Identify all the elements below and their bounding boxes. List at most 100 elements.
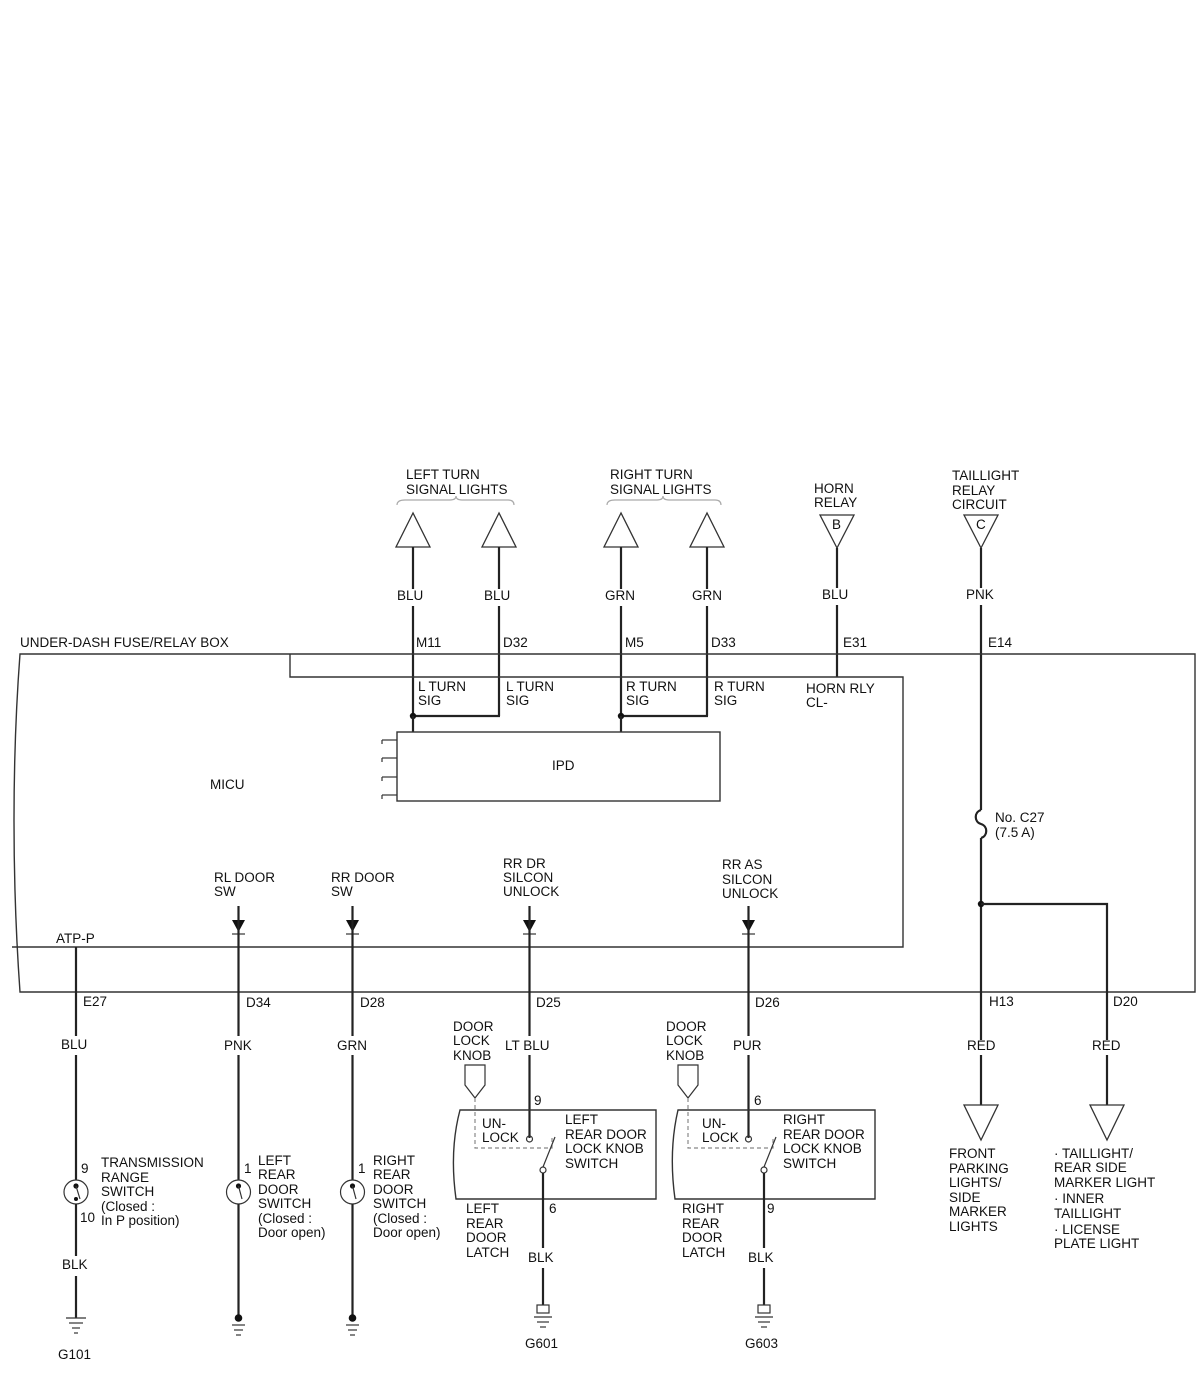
left-latch-switch-icon — [525, 1135, 556, 1174]
front-parking-label: FRONT PARKING LIGHTS/ SIDE MARKER LIGHTS — [949, 1146, 1009, 1234]
svg-text:MARKER LIGHT: MARKER LIGHT — [1054, 1175, 1155, 1190]
svg-text:SWITCH: SWITCH — [373, 1196, 426, 1211]
left-turn-label: LEFT TURN SIGNAL LIGHTS — [406, 467, 508, 497]
svg-text:RL DOOR: RL DOOR — [214, 870, 275, 885]
svg-text:R TURN: R TURN — [626, 679, 677, 694]
pin-d34: D34 — [246, 995, 271, 1010]
terminal-atp-p: ATP-P — [56, 931, 95, 946]
svg-text:(Closed :: (Closed : — [373, 1211, 427, 1226]
svg-text:RIGHT TURN: RIGHT TURN — [610, 467, 693, 482]
svg-text:SIDE: SIDE — [949, 1190, 981, 1205]
svg-text:LEFT: LEFT — [565, 1112, 598, 1127]
svg-text:SIG: SIG — [506, 693, 529, 708]
fuse-box-title: UNDER-DASH FUSE/RELAY BOX — [20, 635, 229, 650]
fuse-box-outline — [13, 653, 1196, 993]
transmission-range-switch — [63, 1179, 89, 1205]
horn-relay-label: HORN RELAY — [814, 481, 857, 510]
svg-text:· INNER: · INNER — [1054, 1191, 1105, 1206]
svg-text:UNLOCK: UNLOCK — [722, 886, 778, 901]
ipd-label: IPD — [552, 758, 575, 773]
right-turn-label: RIGHT TURN SIGNAL LIGHTS — [610, 467, 712, 497]
svg-text:RR DOOR: RR DOOR — [331, 870, 395, 885]
svg-text:RR AS: RR AS — [722, 857, 763, 872]
svg-text:REAR: REAR — [258, 1167, 296, 1182]
wire-color-d26: PUR — [733, 1038, 762, 1053]
svg-text:DOOR: DOOR — [373, 1182, 414, 1197]
ipd-pins — [381, 739, 397, 799]
svg-text:SIGNAL LIGHTS: SIGNAL LIGHTS — [406, 482, 508, 497]
horn-relay-connector-icon — [818, 514, 856, 550]
wire-color-d28: GRN — [337, 1038, 367, 1053]
svg-text:SILCON: SILCON — [722, 872, 772, 887]
wire-d20-branch — [981, 902, 1109, 1040]
wire-color-m11: BLU — [397, 588, 423, 603]
front-parking-arrow-icon — [962, 1104, 1000, 1142]
svg-text:CL-: CL- — [806, 695, 828, 710]
wire-color-d20: RED — [1092, 1038, 1121, 1053]
svg-text:LOCK: LOCK — [666, 1033, 703, 1048]
svg-text:· TAILLIGHT/: · TAILLIGHT/ — [1054, 1146, 1133, 1161]
left-turn-rear-arrow-icon — [480, 511, 518, 548]
svg-text:Door open): Door open) — [373, 1225, 441, 1240]
svg-text:L TURN: L TURN — [418, 679, 466, 694]
svg-text:REAR SIDE: REAR SIDE — [1054, 1160, 1127, 1175]
svg-text:LOCK KNOB: LOCK KNOB — [565, 1141, 644, 1156]
svg-text:RIGHT: RIGHT — [682, 1201, 724, 1216]
svg-text:DOOR: DOOR — [453, 1019, 494, 1034]
svg-text:TAILLIGHT: TAILLIGHT — [1054, 1206, 1121, 1221]
svg-text:SWITCH: SWITCH — [783, 1156, 836, 1171]
svg-text:RANGE: RANGE — [101, 1170, 149, 1185]
svg-text:KNOB: KNOB — [453, 1048, 491, 1063]
terminal-rr-door-sw: RR DOOR SW — [331, 870, 395, 899]
svg-text:LEFT: LEFT — [466, 1201, 499, 1216]
svg-text:SIG: SIG — [626, 693, 649, 708]
trans-switch-pin-10: 10 — [80, 1210, 95, 1225]
svg-text:UN-: UN- — [482, 1116, 506, 1131]
micu-outline — [12, 654, 904, 948]
pin-d20: D20 — [1113, 994, 1138, 1009]
right-latch-pin-in: 6 — [754, 1093, 762, 1108]
svg-text:TRANSMISSION: TRANSMISSION — [101, 1155, 204, 1170]
micu-label: MICU — [210, 777, 245, 792]
ipd-block — [396, 731, 721, 802]
ground-g101-icon — [66, 1317, 86, 1334]
svg-text:REAR DOOR: REAR DOOR — [783, 1127, 865, 1142]
terminal-r-turn-sig-1: R TURN SIG — [626, 679, 677, 708]
ground-g603-label: G603 — [745, 1336, 778, 1351]
terminal-l-turn-sig-1: L TURN SIG — [418, 679, 466, 708]
trans-switch-pin-9: 9 — [81, 1161, 89, 1176]
wire-color-e31: BLU — [822, 587, 848, 602]
pin-m11: M11 — [416, 635, 441, 650]
left-door-switch-body-ground — [234, 1314, 243, 1322]
left-door-switch-label: LEFT REAR DOOR SWITCH (Closed : Door ope… — [258, 1153, 326, 1240]
svg-text:LIGHTS: LIGHTS — [949, 1219, 998, 1234]
terminal-horn-rly: HORN RLY CL- — [806, 681, 875, 710]
horn-relay-pin: B — [832, 517, 841, 532]
svg-text:REAR: REAR — [373, 1167, 411, 1182]
svg-text:SIGNAL LIGHTS: SIGNAL LIGHTS — [610, 482, 712, 497]
right-rear-door-switch — [339, 1179, 366, 1205]
left-turn-brace — [396, 495, 515, 506]
ground-g603-icon — [755, 1304, 773, 1328]
pin-e31: E31 — [843, 635, 867, 650]
right-latch-linkage — [687, 1098, 774, 1149]
terminal-l-turn-sig-2: L TURN SIG — [506, 679, 554, 708]
svg-text:RELAY: RELAY — [814, 495, 857, 510]
left-door-switch-pin: 1 — [244, 1161, 252, 1176]
wire-color-d32: BLU — [484, 588, 510, 603]
taillight-relay-connector-icon — [962, 514, 1000, 550]
right-latch-switch-label: RIGHT REAR DOOR LOCK KNOB SWITCH — [783, 1112, 865, 1171]
svg-text:LEFT: LEFT — [258, 1153, 291, 1168]
left-latch-switch-label: LEFT REAR DOOR LOCK KNOB SWITCH — [565, 1112, 647, 1171]
svg-text:CIRCUIT: CIRCUIT — [952, 497, 1007, 512]
right-door-lock-knob-icon — [677, 1064, 699, 1099]
left-latch-pin-out: 6 — [549, 1201, 557, 1216]
left-turn-front-arrow-icon — [394, 511, 432, 548]
svg-text:· LICENSE: · LICENSE — [1054, 1222, 1120, 1237]
right-latch-switch-icon — [744, 1135, 777, 1174]
left-rear-door-switch — [225, 1179, 252, 1205]
svg-text:LOCK: LOCK — [702, 1130, 739, 1145]
left-latch-label: LEFT REAR DOOR LATCH — [466, 1201, 509, 1260]
wire-color-blk-g603: BLK — [748, 1250, 774, 1265]
ground-g101-label: G101 — [58, 1347, 91, 1362]
